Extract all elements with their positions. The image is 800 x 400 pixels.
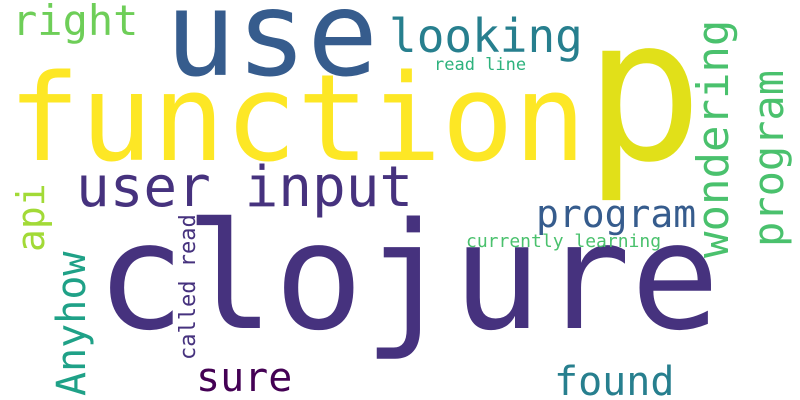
word-user-input: user input xyxy=(76,155,414,220)
word-store: program xyxy=(536,192,697,236)
word-sure: sure xyxy=(196,355,293,400)
word-function: function xyxy=(8,50,586,189)
word-p: p xyxy=(584,0,704,206)
word-read-line: read line xyxy=(434,55,527,75)
word-api: api xyxy=(9,183,53,252)
word-right: right xyxy=(12,0,139,45)
word-clojure: clojure xyxy=(96,191,720,363)
word-anyhow: Anyhow xyxy=(49,251,95,397)
word-program: program xyxy=(744,69,793,247)
word-use: use xyxy=(165,0,379,103)
word-called-read: called read xyxy=(176,214,201,360)
word-currently-learning: currently learning xyxy=(466,231,662,252)
word-found: found xyxy=(554,359,675,400)
word-wondering: wondering xyxy=(688,19,739,258)
word-looking: looking xyxy=(389,9,583,63)
